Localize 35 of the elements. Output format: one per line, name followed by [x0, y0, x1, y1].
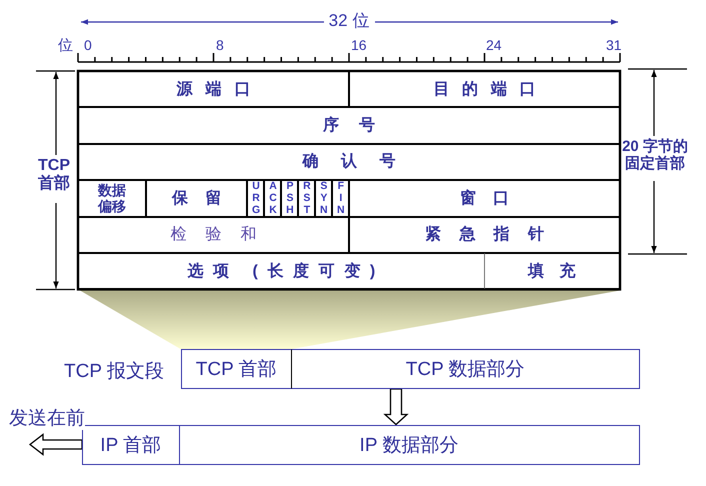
header-field: 选项 (长度可变): [78, 253, 484, 290]
bit-number: 0: [84, 37, 92, 54]
header-field: 保留: [146, 180, 248, 217]
bit-number: 8: [216, 37, 224, 54]
segment-field: TCP 首部: [180, 349, 292, 389]
flag-bit: URG: [247, 180, 264, 217]
flag-bit: RST: [298, 180, 316, 217]
header-field: 填充: [484, 253, 620, 290]
unit-label: 位: [58, 37, 73, 54]
hollow-arrow: [383, 388, 409, 426]
hollow-arrow: [28, 433, 83, 456]
bit-number: 31: [606, 37, 622, 54]
flag-bit: FIN: [332, 180, 349, 217]
dimension-label: TCP 首部: [37, 157, 71, 194]
segment-field: IP 数据部分: [180, 424, 640, 464]
segment-field: TCP 数据部分: [292, 349, 640, 389]
zoom-projection: [80, 290, 620, 349]
dimension-label: 20 字节的固定首部: [621, 138, 689, 172]
header-field: 源端口: [78, 71, 349, 108]
dimension-label: 32 位: [328, 11, 370, 31]
header-field: 检验和: [78, 216, 349, 253]
header-field: 窗口: [349, 180, 620, 217]
segment-field: IP 首部: [82, 424, 180, 464]
flag-bit: SYN: [315, 180, 332, 217]
edge-label: 发送在前: [9, 408, 85, 430]
flag-bit: ACK: [264, 180, 282, 217]
header-field: 序号: [78, 107, 620, 144]
header-field: 紧急指针: [349, 216, 620, 253]
header-field: 目的端口: [349, 71, 620, 108]
header-field: 数据偏移: [78, 180, 146, 217]
bit-number: 16: [351, 37, 367, 54]
bit-number: 24: [486, 37, 502, 54]
side-label: TCP 报文段: [64, 361, 164, 383]
flag-bit: PSH: [281, 180, 298, 217]
header-field: 确认号: [78, 144, 620, 180]
